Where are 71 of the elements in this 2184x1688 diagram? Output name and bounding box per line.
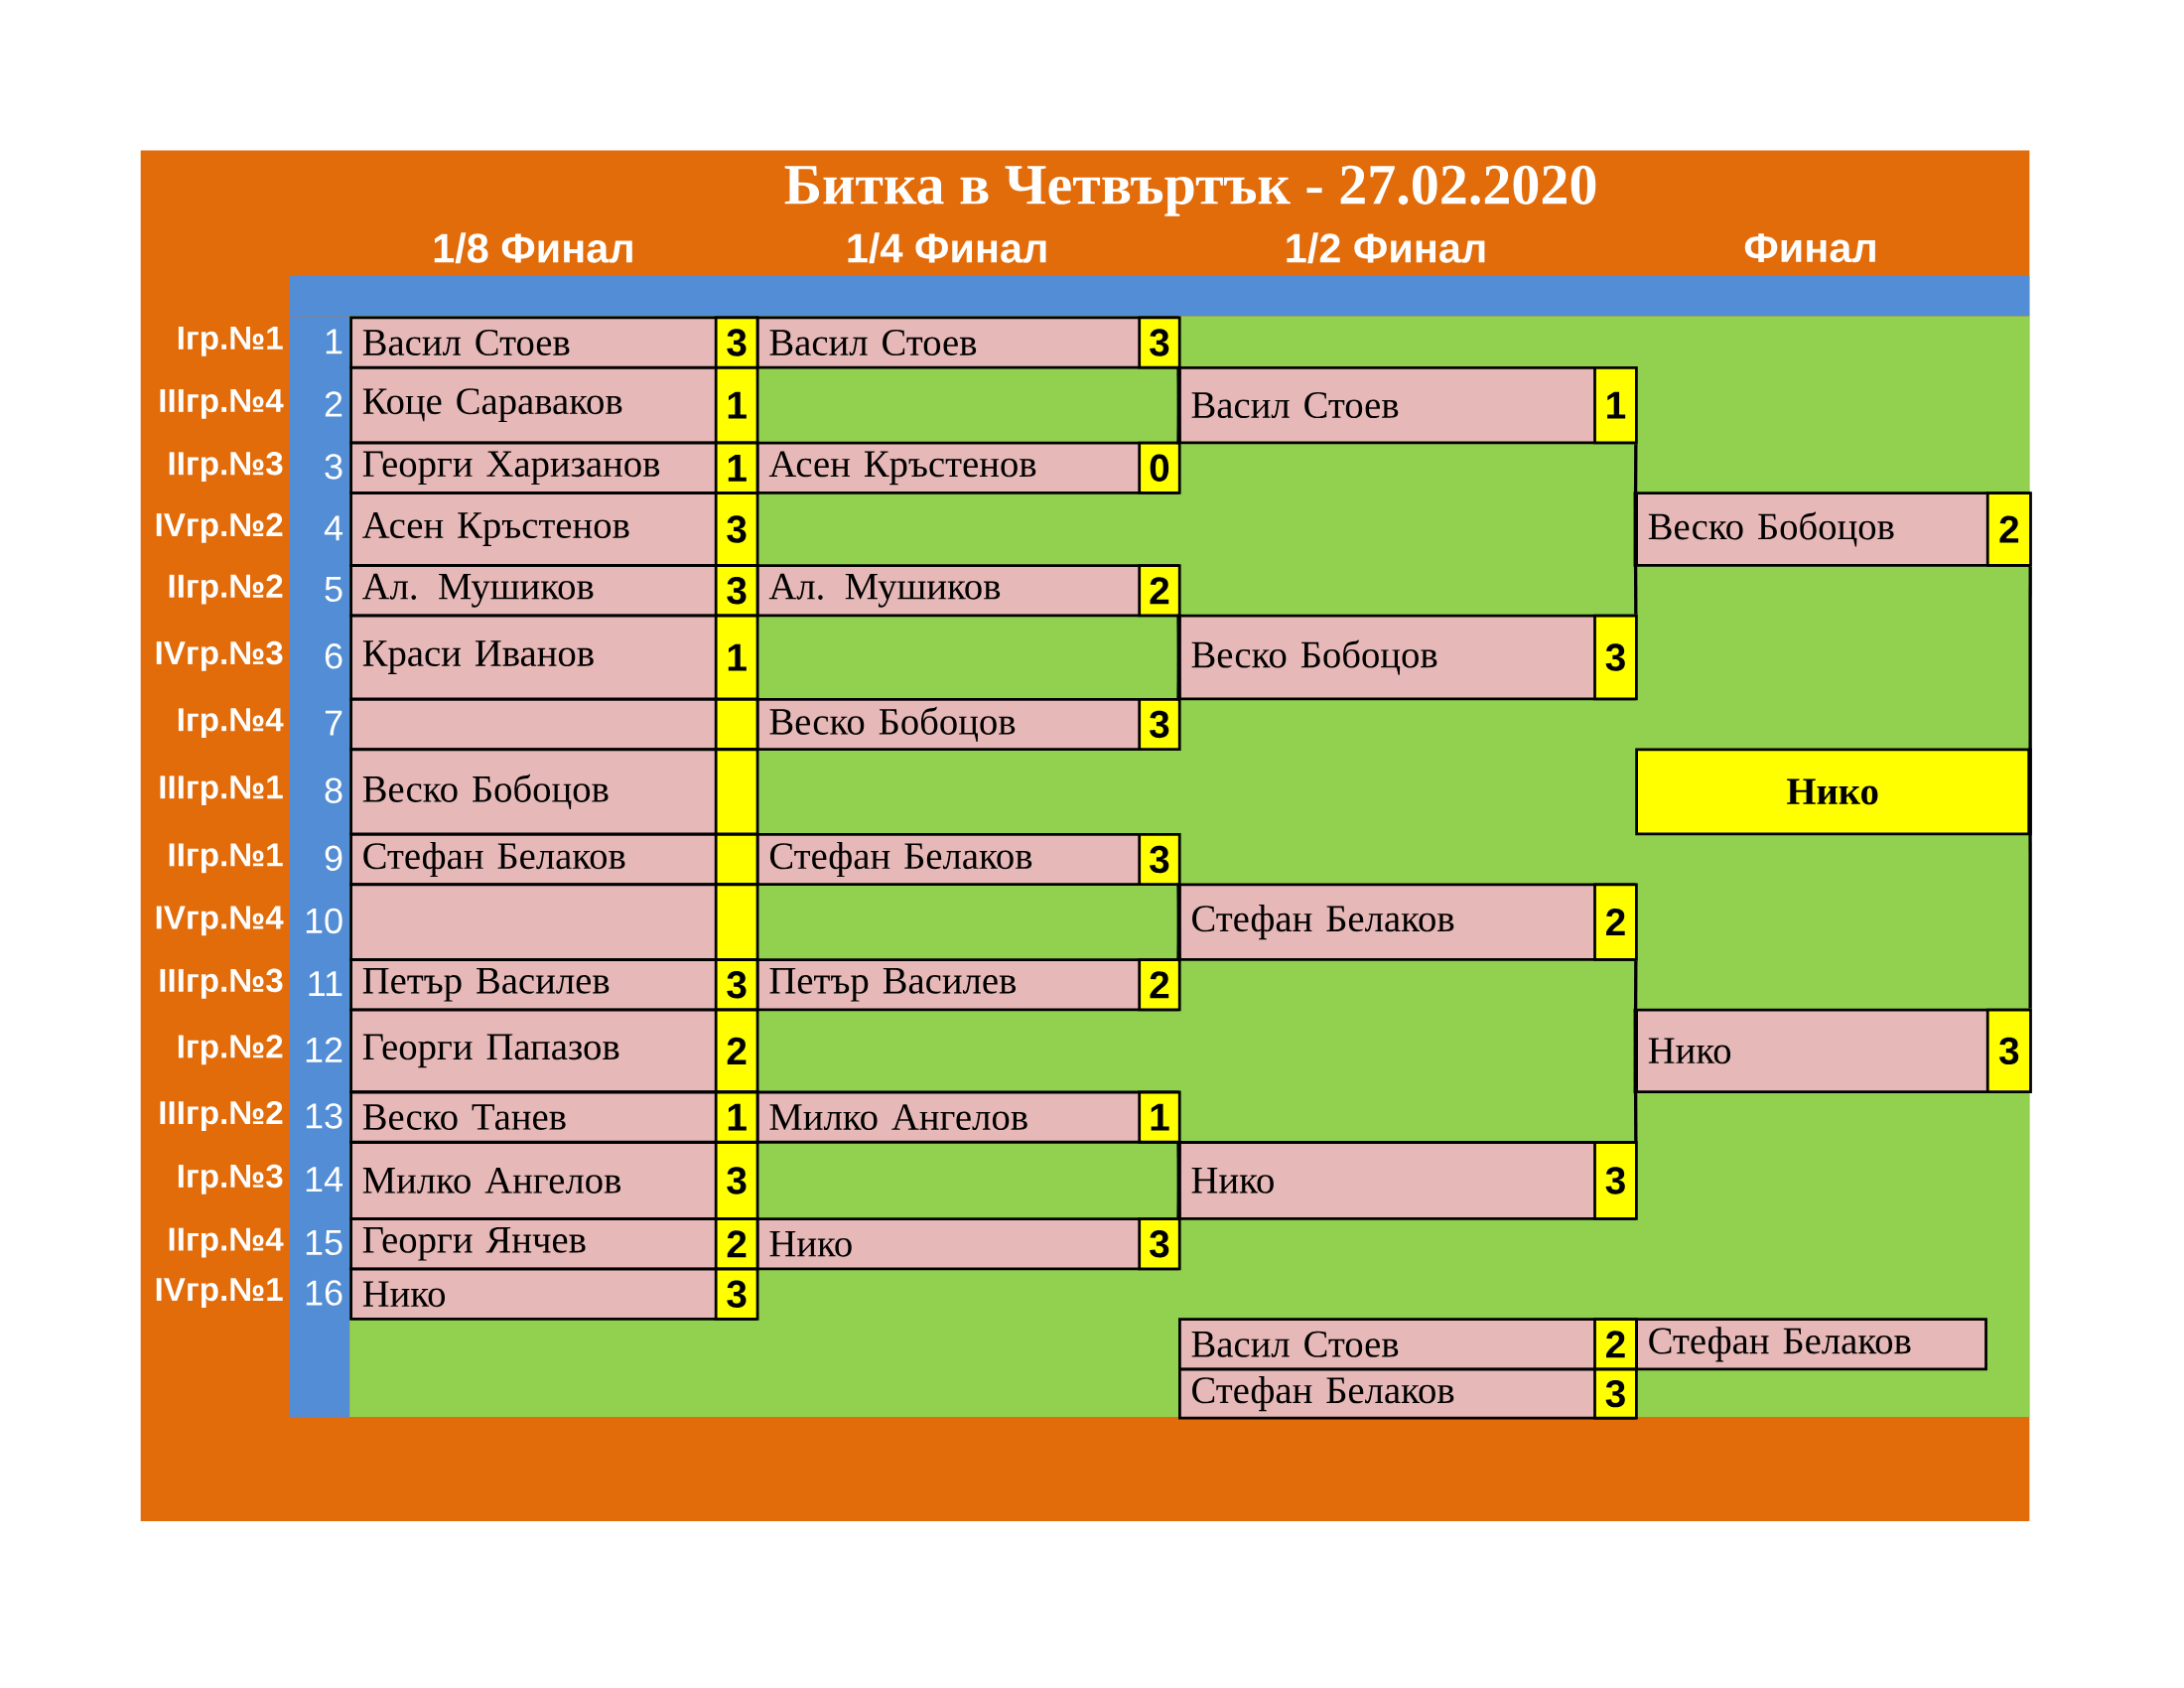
score-cell: 3 [1138,833,1181,887]
score-cell: 0 [1138,441,1181,494]
row-number: 8 [325,777,342,803]
score-cell: 3 [714,492,759,567]
score-cell: 1 [714,441,759,494]
score-cell: 2 [1593,1318,1638,1371]
group-label: IIгр.№4 [169,1227,284,1258]
row-number: 16 [306,1280,342,1306]
title: Битка в Четвъртък - 27.02.2020 [784,165,1596,216]
bracket-line [1633,492,1638,615]
row-number: 12 [306,1037,342,1062]
score-cell: 1 [1593,366,1638,445]
score-cell: 1 [714,614,759,701]
row-number: 15 [306,1230,342,1256]
score-cell: 1 [1138,1090,1181,1144]
row-number: 6 [325,643,342,669]
row-number: 9 [325,845,342,872]
group-label: Iгр.№3 [178,1164,283,1195]
score-cell: 3 [1138,316,1181,369]
group-label: Iгр.№2 [178,1035,283,1065]
score-cell: 2 [1593,883,1638,961]
group-label: IIгр.№1 [169,843,283,874]
round-heading: 1/4 Финал [848,232,1046,264]
score-cell: 3 [1985,1008,2032,1093]
score-cell: 3 [1593,614,1638,701]
group-label: IIIгр.№2 [160,1100,283,1131]
score-cell: 2 [714,1217,759,1271]
row-number: 4 [324,515,342,541]
round-heading: Финал [1744,233,1875,263]
group-label: IVгр.№3 [156,640,283,671]
champion-cell: Нико [1635,748,2031,836]
group-label: IVгр.№2 [156,512,283,543]
row-number: 1 [326,329,342,354]
player-cell: Стефан Белаков [1635,1318,1987,1371]
score-cell: 2 [1138,564,1181,618]
round-heading: 1/2 Финал [1287,232,1485,264]
score-cell: 2 [714,1008,759,1093]
group-label: IIIгр.№3 [160,968,283,999]
score-cell: 3 [714,958,759,1012]
score-cell: 1 [714,1090,759,1144]
group-label: IVгр.№4 [156,906,284,936]
row-number: 13 [306,1103,342,1129]
score-cell: 3 [1593,1141,1638,1220]
round-heading: 1/8 Финал [434,232,632,264]
row-number: 3 [325,454,342,480]
group-label: IVгр.№1 [156,1278,283,1308]
score-cell: 3 [714,1141,759,1220]
score-cell: 1 [714,366,759,445]
score-cell: 3 [1138,697,1181,751]
player-cell: Веско Бобоцов [349,748,757,836]
bracket-line [2028,748,2032,1009]
score-cell: 3 [714,316,759,369]
score-cell: 3 [714,1267,759,1321]
row-number: 10 [306,908,342,934]
score-cell: 3 [1593,1367,1638,1420]
row-number: 2 [325,391,342,417]
score-cell: 3 [1138,1217,1181,1271]
group-label: IIгр.№2 [169,574,283,605]
row-number: 5 [325,576,342,603]
bracket-line [1633,1008,1638,1142]
row-number: 7 [325,710,342,736]
row-number: 14 [306,1167,342,1193]
group-label: IIIгр.№1 [160,775,283,806]
group-label: IIгр.№3 [169,452,283,483]
score-cell: 3 [714,564,759,618]
group-label: Iгр.№1 [178,326,283,356]
row-number: 11 [309,971,342,996]
score-cell: 2 [1138,958,1181,1012]
score-cell: 2 [1985,492,2032,567]
group-label: IIIгр.№4 [160,389,284,419]
group-label: Iгр.№4 [178,708,284,739]
